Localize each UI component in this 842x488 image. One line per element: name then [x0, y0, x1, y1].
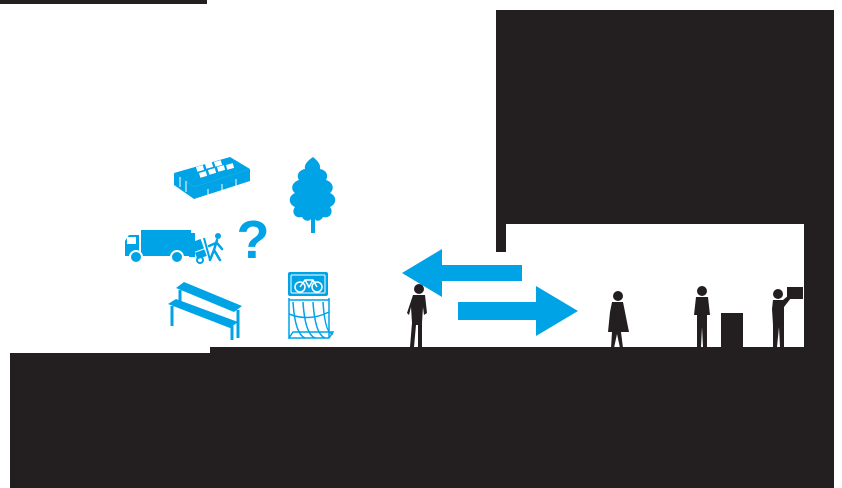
person-silhouette-icon	[605, 290, 633, 350]
bike-rack-icon	[285, 294, 337, 344]
tree-icon	[285, 155, 341, 235]
person-silhouette-icon	[690, 285, 714, 349]
planter-box-icon	[172, 155, 252, 201]
trash-bin-icon	[721, 313, 743, 349]
question-mark-icon: ?	[233, 210, 273, 270]
delivery-truck-icon	[123, 227, 199, 265]
building-left-pillar	[496, 224, 506, 252]
person-silhouette-icon	[405, 283, 431, 349]
building-upper-block	[496, 10, 834, 224]
person-silhouette-icon	[767, 285, 809, 349]
question-mark-text: ?	[237, 210, 270, 270]
top-left-dark-strip	[0, 0, 207, 4]
ground-block	[10, 353, 834, 488]
bench-icon	[166, 280, 244, 342]
right-arrow-icon	[458, 286, 580, 336]
hand-truck-worker-icon	[192, 232, 226, 264]
